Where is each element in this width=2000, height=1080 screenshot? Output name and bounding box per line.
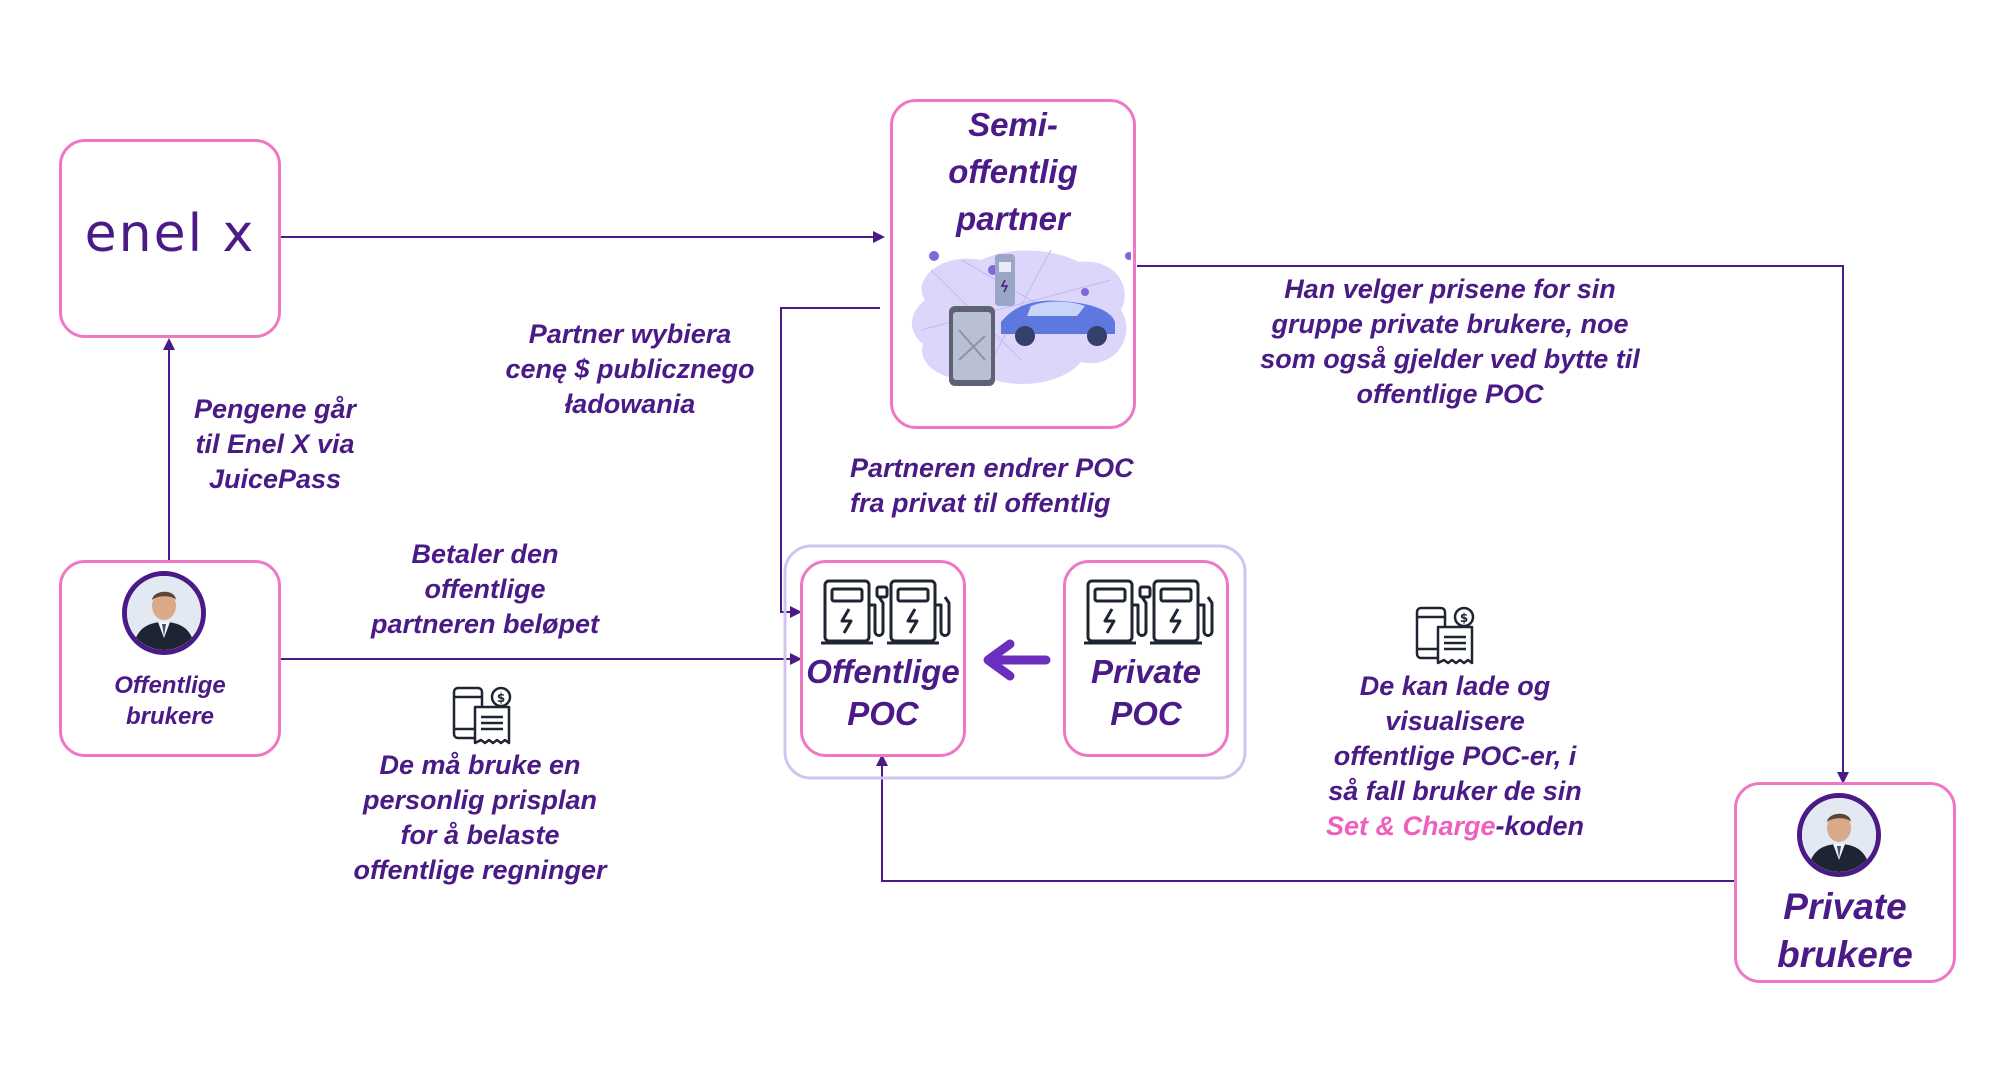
charging-station-icon (1084, 579, 1214, 645)
arrow-left-icon (983, 639, 1051, 681)
annotation-charge-visualise: De kan lade og visualisere offentlige PO… (1325, 671, 1585, 842)
poc-group-frame (783, 544, 1247, 780)
set-and-charge-highlight: Set & Charge (1325, 811, 1496, 842)
phone-receipt-icon: $ (452, 686, 512, 745)
annotation-money-flow: Pengene går til Enel X via JuicePass (193, 394, 357, 495)
phone-receipt-icon: $ (1415, 606, 1475, 665)
semi-public-partner-node: Semi- offentlig partner (890, 99, 1136, 429)
arrow-private-users-to-public-poc (876, 754, 1734, 882)
svg-text:$: $ (497, 691, 505, 705)
public-poc-label: Offentlige POC (806, 653, 960, 733)
arrow-partner-to-public-poc (780, 307, 880, 618)
car-charging-illustration (911, 249, 1131, 386)
enel-x-node: enel x (59, 139, 281, 338)
public-poc-node: Offentlige POC (800, 560, 966, 757)
annotation-pays: Betaler den offentlige partneren beløpet (370, 539, 600, 640)
annotation-change-poc: Partneren endrer POC fra privat til offe… (850, 453, 1134, 519)
private-users-node: Private brukere (1734, 782, 1956, 983)
arrow-partner-to-private-users (1137, 265, 1849, 784)
charging-station-icon (821, 579, 951, 645)
public-users-label: Offentlige brukere (114, 672, 226, 731)
svg-text:$: $ (1460, 611, 1468, 625)
private-users-label: Private brukere (1777, 886, 1913, 976)
annotation-price-plan: De må bruke en personlig prisplan for å … (353, 750, 607, 886)
public-users-node: Offentlige brukere (59, 560, 281, 757)
private-poc-label: Private POC (1090, 653, 1202, 733)
person-avatar-icon (1797, 793, 1881, 877)
annotation-prices-choice: Han velger prisene for sin gruppe privat… (1260, 274, 1640, 410)
enel-x-logo: enel x (84, 204, 256, 264)
partner-title: Semi- offentlig partner (948, 106, 1078, 237)
private-poc-node: Private POC (1063, 560, 1229, 757)
annotation-partner-price: Partner wybiera cenę $ publicznego ładow… (505, 319, 755, 420)
person-avatar-icon (122, 571, 206, 655)
